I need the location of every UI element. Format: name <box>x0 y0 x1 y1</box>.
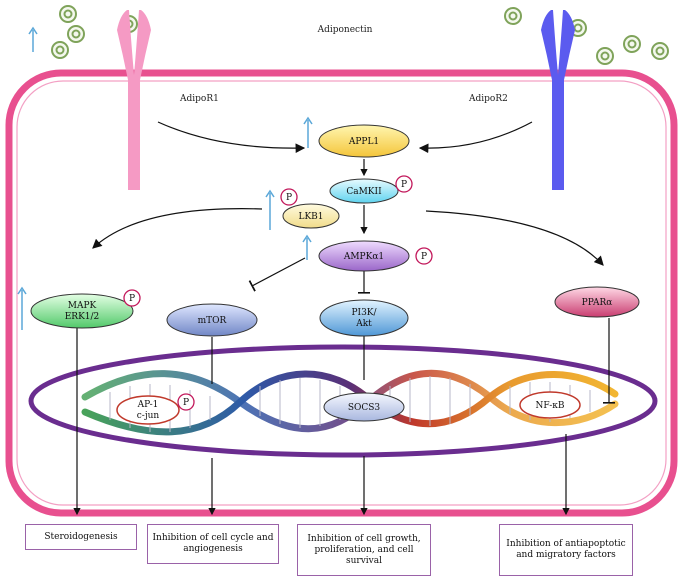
pathway-arrows <box>73 121 615 516</box>
svg-text:Akt: Akt <box>355 319 372 329</box>
nucleus <box>28 344 658 458</box>
svg-text:P: P <box>401 180 407 190</box>
outcome-cell-cycle-angiogenesis: Inhibition of cell cycle and angiogenesi… <box>147 524 279 564</box>
camkii-node: CaMKII <box>329 178 399 204</box>
adiponectin-label: Adiponectin <box>317 25 373 35</box>
svg-text:AP-1: AP-1 <box>137 400 159 410</box>
nfkb-node: NF-κB <box>519 391 581 419</box>
svg-text:c-jun: c-jun <box>137 411 160 421</box>
adipor2-label: AdipoR2 <box>468 94 508 104</box>
lkb1-node: LKB1 <box>282 203 340 229</box>
svg-text:P: P <box>183 398 189 408</box>
appl1-node: APPL1 <box>318 124 410 158</box>
mapk-erk-node: MAPK ERK1/2 <box>30 293 134 329</box>
phospho-lkb1-icon: P <box>280 188 298 206</box>
phospho-ampk-icon: P <box>415 247 433 265</box>
svg-text:P: P <box>129 294 135 304</box>
adipor1-receptor <box>117 10 151 190</box>
svg-text:AMPKα1: AMPKα1 <box>343 252 384 262</box>
svg-text:P: P <box>286 193 292 203</box>
svg-text:CaMKII: CaMKII <box>346 187 382 197</box>
socs3-node: SOCS3 <box>323 392 405 422</box>
svg-text:NF-κB: NF-κB <box>536 401 565 411</box>
ppar-alpha-node: PPARα <box>554 286 640 318</box>
ap1-cjun-node: AP-1 c-jun <box>116 395 180 425</box>
svg-text:LKB1: LKB1 <box>298 212 323 222</box>
pi3k-akt-node: PI3K/ Akt <box>319 299 409 337</box>
svg-text:PI3K/: PI3K/ <box>351 308 377 318</box>
outcome-antiapoptotic-migratory: Inhibition of antiapoptotic and migrator… <box>499 524 633 576</box>
phospho-ap1-icon: P <box>177 393 195 411</box>
svg-text:P: P <box>421 252 427 262</box>
phospho-camkii-icon: P <box>395 175 413 193</box>
mtor-node: mTOR <box>166 303 258 337</box>
svg-text:APPL1: APPL1 <box>348 137 379 147</box>
svg-text:PPARα: PPARα <box>582 298 613 308</box>
svg-text:MAPK: MAPK <box>68 301 97 311</box>
phospho-mapk-icon: P <box>123 289 141 307</box>
svg-text:ERK1/2: ERK1/2 <box>65 312 100 322</box>
svg-text:mTOR: mTOR <box>198 316 227 326</box>
cell-membrane <box>5 69 678 517</box>
adipor1-label: AdipoR1 <box>179 94 219 104</box>
ampk-alpha1-node: AMPKα1 <box>318 240 410 272</box>
outcome-steroidogenesis: Steroidogenesis <box>25 524 137 550</box>
phospho-markers: P P P P P <box>123 175 433 411</box>
cell-membrane-inner <box>16 80 667 506</box>
up-arrow-icons <box>17 26 313 330</box>
adipor2-receptor <box>541 10 575 190</box>
svg-text:SOCS3: SOCS3 <box>348 403 381 413</box>
outcome-cell-growth-survival: Inhibition of cell growth, proliferation… <box>297 524 431 576</box>
